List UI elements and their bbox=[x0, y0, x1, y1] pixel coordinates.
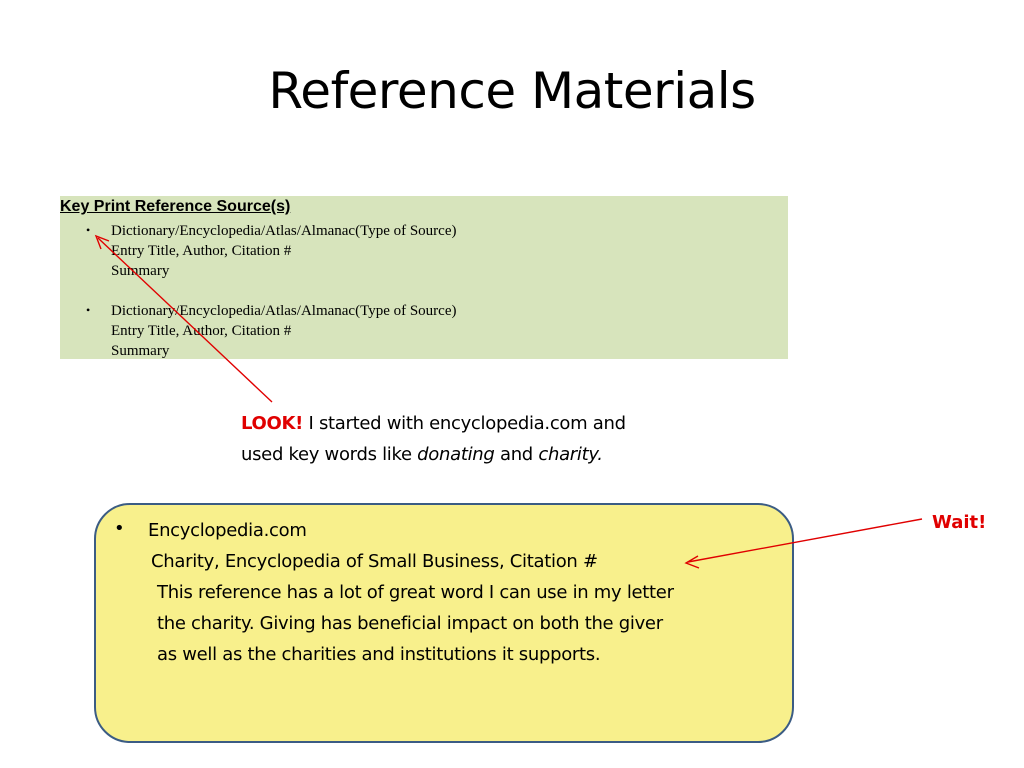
example-source: Encyclopedia.com bbox=[148, 520, 307, 541]
look-keyword: charity. bbox=[538, 444, 603, 465]
reference-entry-2-bullet: • bbox=[86, 303, 91, 317]
look-keyword: donating bbox=[417, 444, 495, 465]
look-note-text: I started with encyclopedia.com and bbox=[303, 413, 627, 434]
example-summary-line: the charity. Giving has beneficial impac… bbox=[157, 613, 663, 634]
slide-title: Reference Materials bbox=[268, 62, 756, 120]
look-note-text: and bbox=[494, 444, 539, 465]
example-citation: Charity, Encyclopedia of Small Business,… bbox=[151, 551, 598, 572]
reference-entry-summary: Summary bbox=[111, 343, 170, 359]
reference-table-heading: Key Print Reference Source(s) bbox=[60, 198, 291, 215]
reference-entry-type: Dictionary/Encyclopedia/Atlas/Almanac(Ty… bbox=[111, 303, 457, 319]
reference-entry-1: Dictionary/Encyclopedia/Atlas/Almanac(Ty… bbox=[111, 221, 457, 281]
example-bullet: • bbox=[114, 518, 125, 539]
reference-entry-details: Entry Title, Author, Citation # bbox=[111, 243, 292, 259]
wait-label: Wait! bbox=[932, 512, 987, 533]
example-summary-line: This reference has a lot of great word I… bbox=[157, 582, 674, 603]
example-box bbox=[94, 503, 794, 743]
look-note-text: used key words like bbox=[241, 444, 418, 465]
reference-entry-details: Entry Title, Author, Citation # bbox=[111, 323, 292, 339]
reference-entry-summary: Summary bbox=[111, 263, 170, 279]
example-summary-line: as well as the charities and institution… bbox=[157, 644, 601, 665]
look-label: LOOK! bbox=[241, 413, 304, 434]
reference-entry-2: Dictionary/Encyclopedia/Atlas/Almanac(Ty… bbox=[111, 301, 457, 361]
reference-entry-type: Dictionary/Encyclopedia/Atlas/Almanac(Ty… bbox=[111, 223, 457, 239]
look-note: LOOK! I started with encyclopedia.com an… bbox=[241, 408, 711, 470]
reference-entry-1-bullet: • bbox=[86, 223, 91, 237]
